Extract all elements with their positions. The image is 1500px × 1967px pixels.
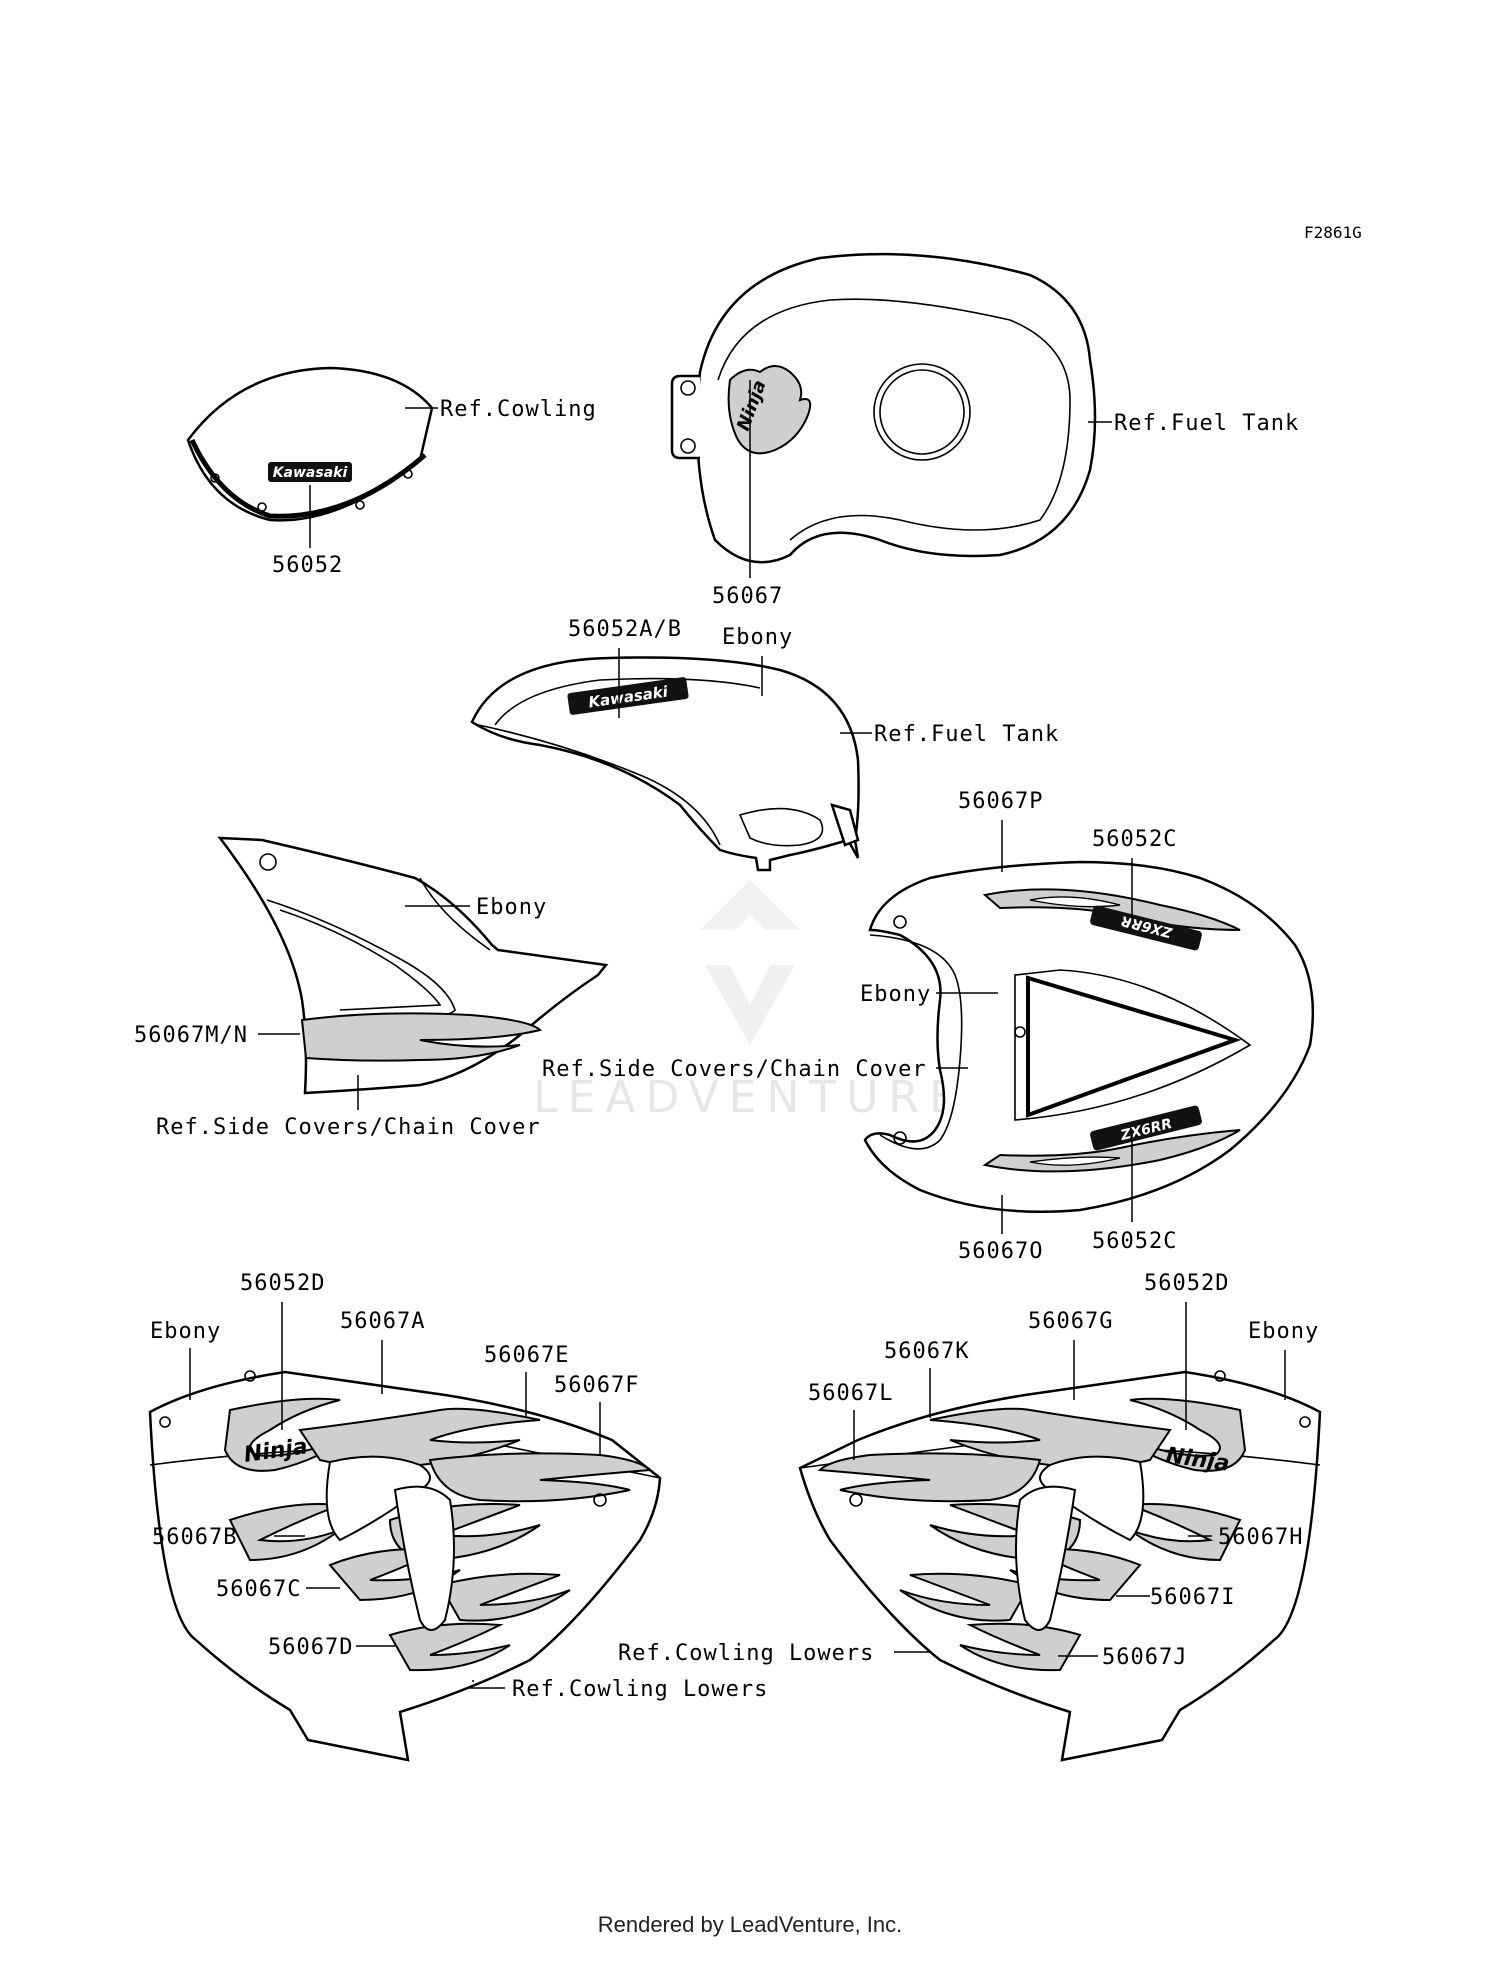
label-56052D-left: 56052D [240,1271,325,1296]
label-56067C: 56067C [216,1577,301,1602]
label-ebony-right: Ebony [1248,1319,1319,1344]
label-56052D-right: 56052D [1144,1271,1229,1296]
label-56067G: 56067G [1028,1309,1113,1334]
label-ebony-side-cover: Ebony [476,895,547,920]
label-56067P: 56067P [958,789,1043,814]
label-ref-fuel-tank-side: Ref.Fuel Tank [874,722,1059,747]
fuel-tank-top-illustration: Ninja [670,252,1097,564]
model-decal-bottom [1090,1105,1202,1151]
label-56067E: 56067E [484,1343,569,1368]
label-56067F: 56067F [554,1373,639,1398]
label-56067A: 56067A [340,1309,425,1334]
label-ebony-left: Ebony [150,1319,221,1344]
label-56067L: 56067L [808,1381,893,1406]
footer-credit: Rendered by LeadVenture, Inc. [597,1912,903,1937]
label-ref-side-covers-left: Ref.Side Covers/Chain Cover [156,1115,541,1140]
label-56052C-top: 56052C [1092,827,1177,852]
label-56052A-B: 56052A/B [568,617,682,642]
label-56067: 56067 [712,584,783,609]
tail-cowl-illustration: ZX6RR ZX6RR [863,860,1315,1214]
model-decal-top [1090,905,1202,951]
label-ref-side-covers-tail: Ref.Side Covers/Chain Cover [542,1057,927,1082]
watermark-text: LEADVENTURE [533,1072,967,1123]
label-56052C-bottom: 56052C [1092,1229,1177,1254]
left-cowling-lower-illustration: Ninja [148,1370,662,1762]
label-ref-cowling-lowers-left: Ref.Cowling Lowers [512,1677,768,1702]
label-56067D: 56067D [268,1635,353,1660]
watermark: LEADVENTURE [533,880,967,1123]
label-56067K: 56067K [884,1339,969,1364]
side-cover-illustration [217,836,609,1095]
label-56052: 56052 [272,553,343,578]
label-ref-fuel-tank-top: Ref.Fuel Tank [1114,411,1299,436]
label-56067B: 56067B [152,1525,237,1550]
kawasaki-decal-text: Kawasaki [273,465,348,481]
label-ref-cowling: Ref.Cowling [440,397,597,422]
windshield-illustration: Kawasaki [186,366,434,522]
label-ebony-tail: Ebony [860,982,931,1007]
label-ebony-tank: Ebony [722,625,793,650]
label-56067J: 56067J [1102,1645,1187,1670]
label-ref-cowling-lowers-right: Ref.Cowling Lowers [618,1641,874,1666]
label-56067I: 56067I [1150,1585,1235,1610]
figure-code: F2861G [1304,223,1362,242]
kawasaki-decal-tank [567,677,689,715]
label-56067H: 56067H [1218,1525,1303,1550]
label-56067O: 56067O [958,1239,1043,1264]
label-56067M-N: 56067M/N [134,1023,248,1048]
kawasaki-decal [268,462,352,482]
right-cowling-lower-illustration: Ninja [798,1370,1322,1762]
fuel-tank-side-illustration: Kawasaki [470,656,860,872]
